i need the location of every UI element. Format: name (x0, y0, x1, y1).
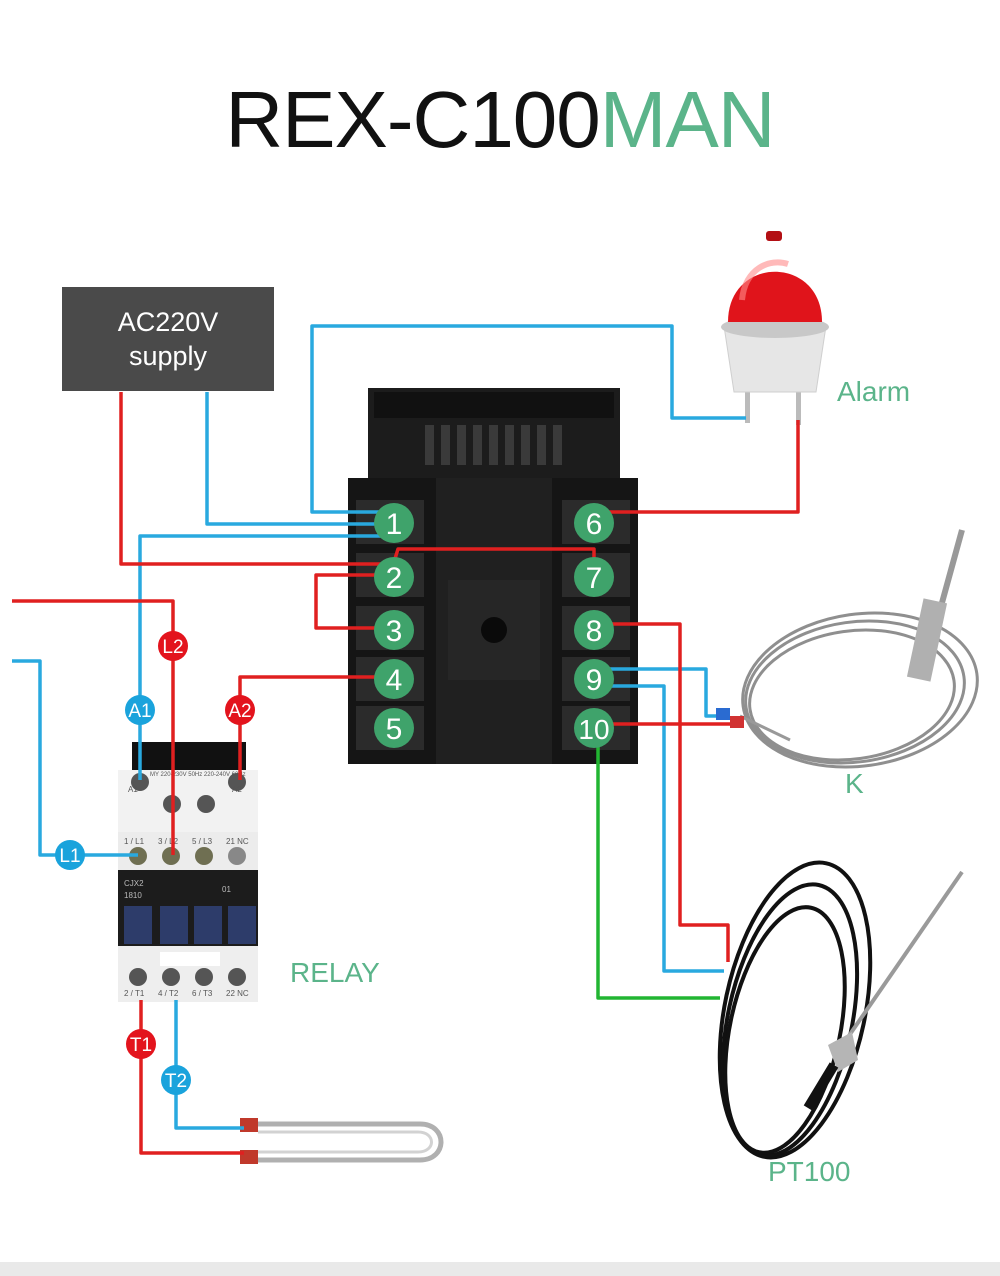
terminal-2-label: 2 (386, 562, 403, 595)
bottom-bar (0, 1262, 1000, 1276)
wire-alarm-to-6 (594, 420, 800, 514)
wire-supply-n-to-1 (205, 392, 394, 526)
relay-term-t1: 2 / T1 (124, 989, 145, 998)
tag-a2-label: A2 (228, 701, 251, 722)
tag-t1-label: T1 (130, 1035, 152, 1056)
terminal-8: 8 (574, 610, 614, 650)
tag-t1: T1 (126, 1029, 156, 1059)
terminal-5-label: 5 (386, 713, 403, 746)
terminal-9: 9 (574, 659, 614, 699)
tag-l1-label: L1 (59, 846, 80, 867)
relay-contactor: A1 A2 MY 220-230V 50Hz 220-240V 60Hz 1 /… (118, 742, 258, 1002)
alarm-label: Alarm (837, 376, 911, 407)
wire-supply-l-to-2 (119, 392, 394, 566)
terminal-7: 7 (574, 557, 614, 597)
page-title: REX-C100MAN (0, 72, 1000, 168)
terminal-4-label: 4 (386, 664, 403, 697)
terminal-1: 1 (374, 503, 414, 543)
tag-a2: A2 (225, 695, 255, 725)
relay-model-2: 1810 (124, 891, 142, 900)
k-label: K (845, 768, 864, 799)
relay-term-21nc: 21 NC (226, 837, 249, 846)
heating-element (240, 1118, 444, 1164)
supply-line-2: supply (128, 341, 208, 371)
alarm-beacon (721, 231, 829, 425)
relay-label: RELAY (290, 957, 380, 988)
wire-l1 (12, 659, 138, 857)
wire-l2 (12, 599, 175, 855)
tag-l2: L2 (158, 631, 188, 661)
pt100-label: PT100 (768, 1156, 851, 1187)
terminal-10-label: 10 (578, 714, 609, 745)
tag-a1: A1 (125, 695, 155, 725)
terminal-6-label: 6 (586, 508, 603, 541)
terminal-3-label: 3 (386, 615, 403, 648)
terminal-3: 3 (374, 610, 414, 650)
relay-code: 01 (222, 885, 231, 894)
relay-term-l1: 1 / L1 (124, 837, 145, 846)
wire-alarm-to-1 (310, 324, 746, 514)
title-main: REX-C100 (225, 75, 600, 164)
terminal-1-label: 1 (386, 508, 403, 541)
relay-term-a1: A1 (128, 785, 138, 794)
ac-supply-box: AC220V supply (62, 287, 274, 391)
title-accent: MAN (599, 75, 776, 164)
relay-term-l3: 5 / L3 (192, 837, 213, 846)
wire-t2-to-heater (174, 1000, 244, 1130)
relay-coil-text: MY 220-230V 50Hz 220-240V 60Hz (150, 772, 246, 778)
wire-8-to-pt100 (594, 622, 730, 962)
supply-line-1: AC220V (117, 307, 219, 337)
relay-model-1: CJX2 (124, 879, 144, 888)
wire-10-to-pt100 (596, 744, 720, 1000)
tag-l1: L1 (55, 840, 85, 870)
tag-t2-label: T2 (165, 1071, 187, 1092)
relay-term-22nc: 22 NC (226, 989, 249, 998)
terminal-4: 4 (374, 659, 414, 699)
tag-l2-label: L2 (162, 637, 183, 658)
pt100-probe (717, 860, 964, 1160)
wire-9-to-pt100 (594, 684, 724, 973)
terminal-7-label: 7 (586, 562, 603, 595)
terminal-2: 2 (374, 557, 414, 597)
wire-t1-to-heater (139, 1000, 244, 1155)
terminal-6: 6 (574, 503, 614, 543)
relay-term-l2: 3 / L2 (158, 837, 179, 846)
tag-t2: T2 (161, 1065, 191, 1095)
terminal-8-label: 8 (586, 615, 603, 648)
terminal-10: 10 (574, 708, 614, 748)
relay-term-a2: A2 (232, 785, 242, 794)
terminal-9-label: 9 (586, 664, 603, 697)
wire-2-to-3 (314, 573, 394, 630)
tag-a1-label: A1 (128, 701, 151, 722)
terminal-5: 5 (374, 708, 414, 748)
k-thermocouple (739, 529, 979, 769)
wire-4-to-a2 (238, 675, 394, 780)
relay-term-t3: 6 / T3 (192, 989, 213, 998)
relay-term-t2: 4 / T2 (158, 989, 179, 998)
